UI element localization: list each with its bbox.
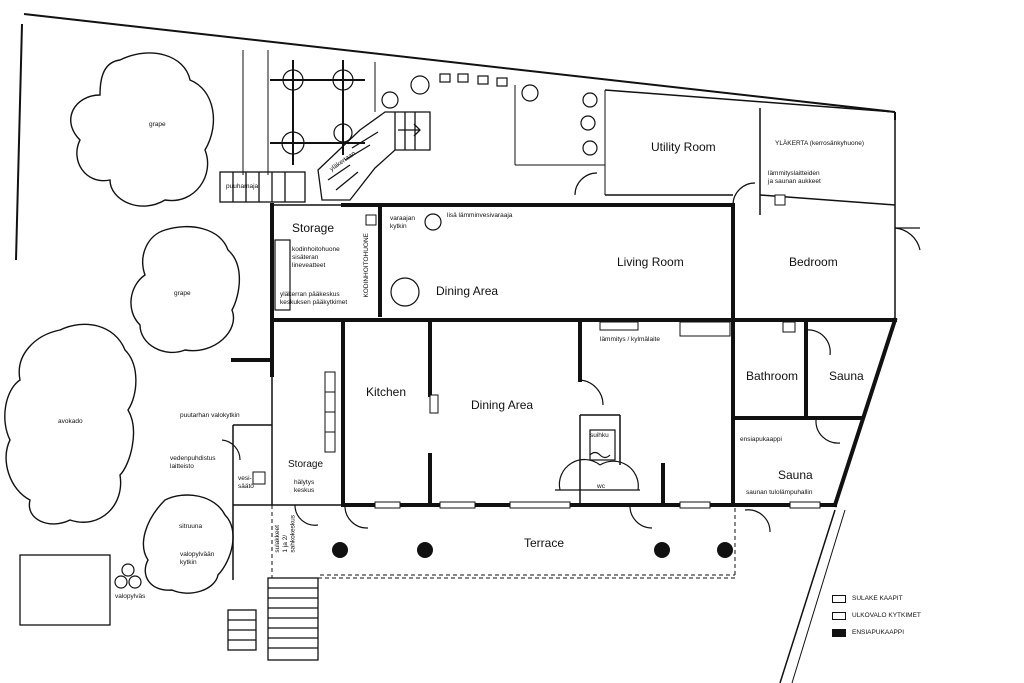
label-avokado: avokado bbox=[58, 418, 83, 425]
garden-trees bbox=[4, 52, 240, 594]
avokado-tree bbox=[4, 323, 137, 525]
fixtures bbox=[274, 213, 616, 461]
note-lammitys-kylmalaite: lämmitys / kylmälaite bbox=[600, 336, 660, 343]
terrace-pillar bbox=[332, 542, 348, 558]
room-storage-top: Storage bbox=[292, 221, 335, 235]
room-bathroom: Bathroom bbox=[746, 369, 799, 383]
label-puutarhan-valokytkin: puutarhan valokytkin bbox=[180, 412, 240, 419]
room-kitchen: Kitchen bbox=[366, 385, 407, 399]
terrace-pillar bbox=[654, 542, 670, 558]
doors bbox=[221, 172, 921, 533]
legend-item: ULKOVALO KYTKIMET bbox=[832, 612, 921, 620]
label-vesisaato: vesi- säätö bbox=[238, 475, 254, 490]
note-kodinhoitohuone: kodinhoitohuone sisäteran lineveatteet bbox=[292, 246, 340, 269]
label-vedenpuhdistus: vedenpuhdistus laitteisto bbox=[170, 455, 216, 470]
room-storage-bottom: Storage bbox=[288, 459, 324, 470]
room-dining-lower: Dining Area bbox=[471, 398, 534, 412]
windows bbox=[252, 194, 821, 509]
walls bbox=[231, 203, 898, 508]
note-ylakerran-paakeskus: yläkerran pääkeskus keskuksen pääkytkime… bbox=[280, 291, 348, 306]
stairs-upper bbox=[219, 111, 431, 203]
label-sitruuna: sitruuna bbox=[179, 523, 203, 530]
legend-label: SULAKE KAAPIT bbox=[852, 595, 903, 603]
note-suihku: suihku bbox=[590, 432, 609, 439]
note-kodinhoitohuone-vertical: KODINHOITOHUONE bbox=[363, 233, 370, 298]
terrace-pillar bbox=[417, 542, 433, 558]
legend-label: ENSIAPUKAAPPI bbox=[852, 629, 905, 637]
shrubs bbox=[114, 69, 598, 589]
label-grape-1: grape bbox=[149, 121, 166, 128]
note-lisa-lamminvesivaraaja: lisä lämminvesivaraaja bbox=[447, 212, 513, 219]
grape-tree-2 bbox=[130, 226, 240, 354]
label-grape-2: grape bbox=[174, 290, 191, 297]
note-wc: wc bbox=[597, 483, 605, 490]
note-varaajan-kytkin: varaajan kytkin bbox=[390, 215, 415, 230]
room-living: Living Room bbox=[617, 255, 684, 269]
walls-thin bbox=[232, 89, 896, 580]
room-utility: Utility Room bbox=[651, 140, 716, 154]
label-puuhamaja: puuhamaja bbox=[226, 183, 259, 190]
room-sauna-upper: Sauna bbox=[829, 369, 864, 383]
water-heater bbox=[424, 213, 442, 231]
note-ensiapukaappi: ensiapukaappi bbox=[740, 436, 782, 443]
legend-item: ENSIAPUKAAPPI bbox=[832, 629, 904, 637]
room-sauna-lower: Sauna bbox=[778, 468, 813, 482]
room-terrace: Terrace bbox=[524, 536, 565, 550]
stairs-lower bbox=[19, 554, 319, 661]
note-saunan-tulolammitys: saunan tulolämpuhallin bbox=[746, 489, 813, 496]
legend-swatch bbox=[832, 612, 846, 620]
terrace bbox=[271, 505, 736, 579]
room-bedroom: Bedroom bbox=[789, 255, 838, 269]
property-boundary bbox=[15, 13, 896, 683]
note-halytyskeskus: hälytys keskus bbox=[294, 479, 315, 494]
legend-swatch bbox=[832, 595, 846, 603]
room-dining-upper: Dining Area bbox=[436, 284, 499, 298]
legend-label: ULKOVALO KYTKIMET bbox=[852, 612, 921, 620]
label-valopylvaan-kytkin: valopylvään kytkin bbox=[180, 551, 215, 566]
room-ylakerta: YLÄKERTA (kerrosänkyhuone) bbox=[775, 140, 864, 147]
grape-tree-1 bbox=[70, 52, 215, 207]
note-lammitys-laite: lämmityslaitteiden ja saunan aukkeet bbox=[768, 170, 821, 185]
dining-table-upper bbox=[390, 277, 420, 307]
note-sulakkeet: sulakkeet 1 ja 2/ sahkokeskus bbox=[274, 515, 297, 553]
legend-swatch bbox=[832, 629, 846, 637]
sitruuna-tree bbox=[142, 494, 234, 594]
terrace-pillar bbox=[717, 542, 733, 558]
label-valopylvas: valopylväs bbox=[115, 593, 146, 600]
legend-item: SULAKE KAAPIT bbox=[832, 595, 903, 603]
pergola bbox=[270, 60, 365, 165]
